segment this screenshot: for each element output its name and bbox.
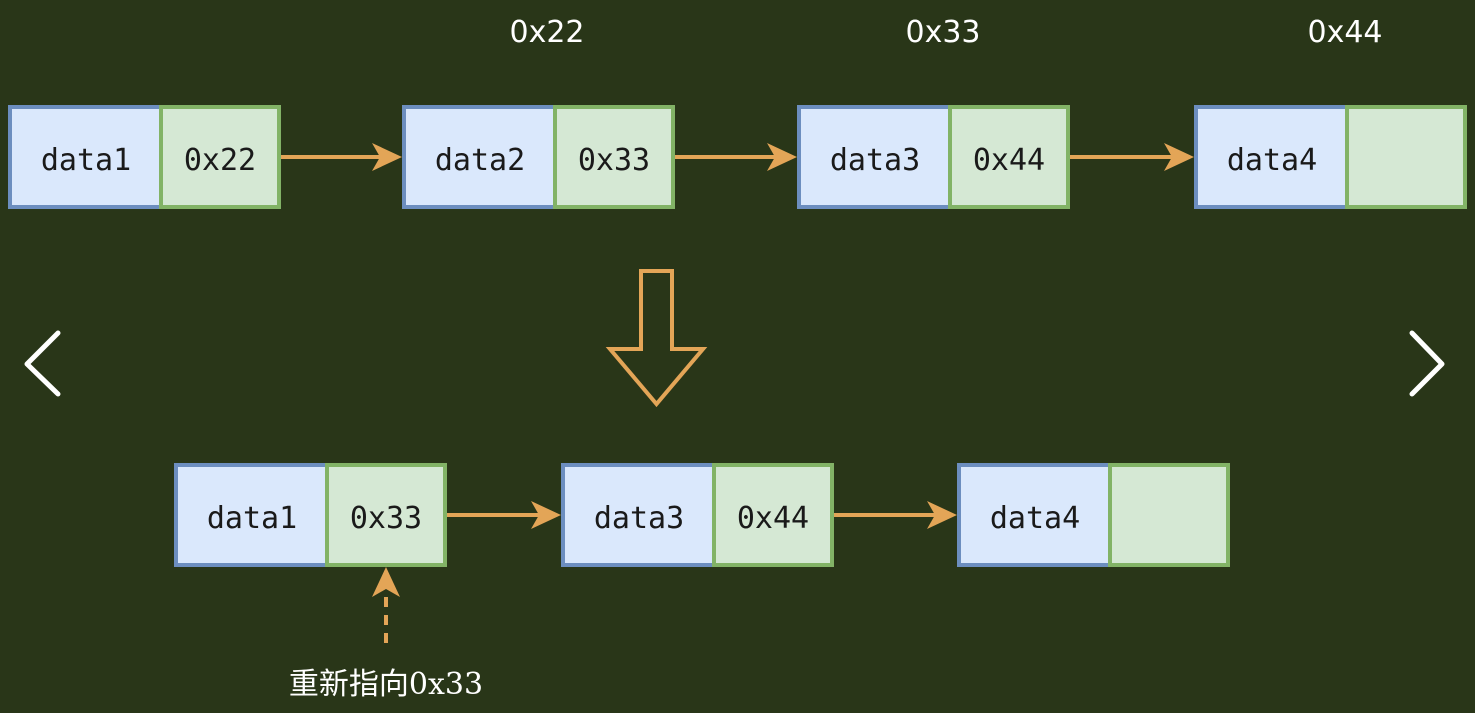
node-pointer-label: 0x22 [184,143,256,178]
prev-button[interactable] [10,320,70,410]
link-arrow-after-2 [834,501,957,529]
data-cell [957,463,1112,567]
pointer-cell [712,463,834,567]
pointer-cell [325,463,447,567]
node-before-1: data1 0x22 [8,105,281,209]
node-after-1: data1 0x33 [174,463,447,567]
address-label-0x33: 0x33 [905,15,980,50]
pointer-cell [553,105,675,209]
address-label-0x22: 0x22 [509,15,584,50]
data-cell [402,105,557,209]
link-arrow-before-3 [1070,143,1194,171]
node-data-label: data2 [435,143,525,178]
node-before-2: data2 0x33 [402,105,675,209]
node-pointer-label: 0x44 [737,501,809,536]
link-arrow-after-1 [447,501,561,529]
node-after-2: data3 0x44 [561,463,834,567]
address-label-0x44: 0x44 [1307,15,1382,50]
next-button[interactable] [1400,320,1460,410]
node-before-3: data3 0x44 [797,105,1070,209]
pointer-cell [1108,463,1230,567]
chevron-left-icon [24,330,61,397]
repoint-annotation-arrow [372,567,400,643]
data-cell [1194,105,1349,209]
node-data-label: data3 [830,143,920,178]
pointer-cell [1345,105,1467,209]
link-arrow-before-2 [675,143,797,171]
node-pointer-label: 0x44 [973,143,1045,178]
data-cell [797,105,952,209]
data-cell [561,463,716,567]
repoint-annotation-label: 重新指向0x33 [289,667,483,702]
node-pointer-label: 0x33 [350,501,422,536]
node-data-label: data1 [41,143,131,178]
transition-down-arrow-icon [605,269,708,408]
data-cell [8,105,163,209]
node-after-3: data4 [957,463,1230,567]
pointer-cell [948,105,1070,209]
chevron-right-icon [1409,330,1445,397]
node-data-label: data4 [990,501,1080,536]
node-before-4: data4 [1194,105,1467,209]
node-pointer-label: 0x33 [578,143,650,178]
node-data-label: data1 [207,501,297,536]
node-data-label: data4 [1227,143,1317,178]
pointer-cell [159,105,281,209]
node-data-label: data3 [594,501,684,536]
link-arrow-before-1 [281,143,402,171]
data-cell [174,463,329,567]
